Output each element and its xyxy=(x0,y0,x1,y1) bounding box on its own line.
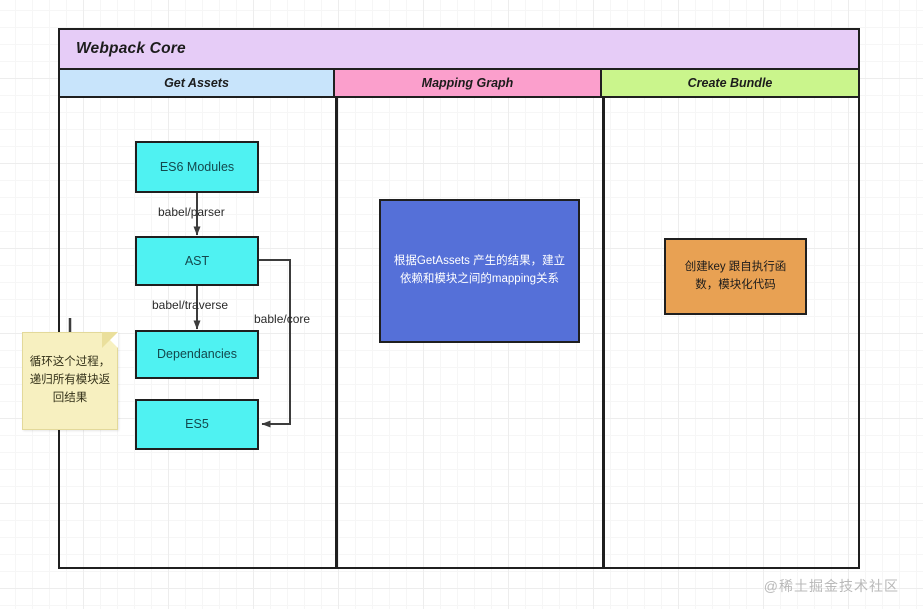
node-dependancies[interactable]: Dependancies xyxy=(135,330,259,379)
lane-divider-1 xyxy=(335,98,338,567)
lane-header-get-assets: Get Assets xyxy=(60,70,335,96)
lane-header-row: Get Assets Mapping Graph Create Bundle xyxy=(60,70,858,98)
edge-label-babel-traverse: babel/traverse xyxy=(152,298,229,312)
swimlane-pool: Webpack Core Get Assets Mapping Graph Cr… xyxy=(58,28,860,569)
lane-header-mapping-graph: Mapping Graph xyxy=(335,70,602,96)
lane-header-create-bundle: Create Bundle xyxy=(602,70,858,96)
node-es6-modules[interactable]: ES6 Modules xyxy=(135,141,259,193)
node-mapping-description[interactable]: 根据GetAssets 产生的结果，建立依赖和模块之间的mapping关系 xyxy=(379,199,580,343)
edge-label-babel-parser: babel/parser xyxy=(158,205,225,219)
node-ast[interactable]: AST xyxy=(135,236,259,286)
watermark: @稀土掘金技术社区 xyxy=(763,578,899,594)
edge-label-bable-core: bable/core xyxy=(254,312,311,326)
sticky-note-loop[interactable]: 循环这个过程，递归所有模块返回结果 xyxy=(22,332,118,430)
lane-divider-2 xyxy=(602,98,605,567)
pool-title: Webpack Core xyxy=(60,30,858,70)
node-bundle-description[interactable]: 创建key 跟自执行函数，模块化代码 xyxy=(664,238,807,315)
sticky-note-text: 循环这个过程，递归所有模块返回结果 xyxy=(29,356,111,404)
node-es5[interactable]: ES5 xyxy=(135,399,259,450)
sticky-note-fold-shadow-icon xyxy=(102,332,118,348)
